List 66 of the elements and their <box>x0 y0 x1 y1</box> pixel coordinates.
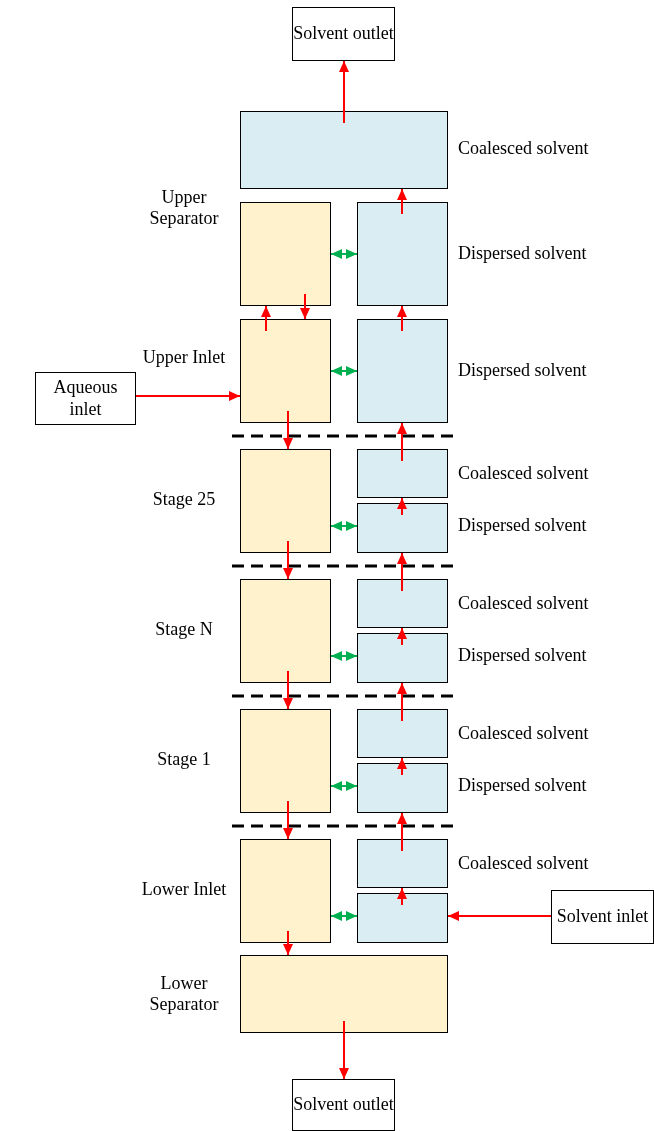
arrow <box>397 497 407 516</box>
outlet-box: Solvent outlet <box>292 7 395 61</box>
arrow <box>283 670 293 710</box>
arrow <box>330 781 358 791</box>
side-label: Stage N <box>154 619 214 641</box>
side-label: Dispersed solvent <box>458 360 587 382</box>
arrow <box>330 249 358 259</box>
aqueous-box <box>240 202 331 306</box>
arrow <box>397 305 407 332</box>
side-label: Dispersed solvent <box>458 645 587 667</box>
side-label: Lower Inlet <box>140 879 228 901</box>
solvent-box <box>357 893 448 943</box>
side-label: Stage 1 <box>156 749 212 771</box>
aqueous-box <box>240 839 331 943</box>
outlet-box: Solvent outlet <box>292 1079 395 1131</box>
side-label: Coalesced solvent <box>458 723 589 745</box>
side-label: Upper Inlet <box>141 347 227 369</box>
arrow <box>283 800 293 840</box>
arrow <box>397 552 407 592</box>
aqueous-box <box>240 709 331 813</box>
arrow <box>283 930 293 956</box>
arrow <box>397 682 407 722</box>
aqueous-box <box>240 319 331 423</box>
solvent-box <box>357 579 448 628</box>
arrow <box>330 521 358 531</box>
solvent-box <box>357 763 448 813</box>
arrow <box>283 410 293 450</box>
solvent-box <box>357 449 448 498</box>
solvent-box <box>357 633 448 683</box>
arrow <box>330 911 358 921</box>
arrow <box>397 422 407 462</box>
side-label: Coalesced solvent <box>458 463 589 485</box>
side-label: Dispersed solvent <box>458 243 587 265</box>
arrow <box>283 540 293 580</box>
arrow <box>397 812 407 852</box>
arrow <box>397 188 407 215</box>
side-label: Coalesced solvent <box>458 593 589 615</box>
side-label: Coalesced solvent <box>458 853 589 875</box>
side-label: Dispersed solvent <box>458 515 587 537</box>
aqueous-box <box>240 449 331 553</box>
inlet-box: Solvent inlet <box>551 890 654 944</box>
arrow <box>397 887 407 906</box>
inlet-box: Aqueous inlet <box>35 372 136 425</box>
arrow <box>330 651 358 661</box>
solvent-box <box>357 319 448 423</box>
arrow <box>300 293 310 320</box>
arrow <box>339 60 349 124</box>
arrow <box>397 757 407 776</box>
side-label: Upper Separator <box>148 186 220 230</box>
solvent-box <box>240 111 448 189</box>
arrow <box>397 627 407 646</box>
solvent-box <box>357 839 448 888</box>
solvent-box <box>357 503 448 553</box>
arrow <box>339 1020 349 1080</box>
solvent-box <box>357 709 448 758</box>
side-label: Stage 25 <box>151 489 217 511</box>
side-label: Dispersed solvent <box>458 775 587 797</box>
side-label: Lower Separator <box>148 972 220 1016</box>
solvent-box <box>357 202 448 306</box>
arrow <box>135 391 241 401</box>
arrow <box>261 305 271 332</box>
aqueous-box <box>240 955 448 1033</box>
aqueous-box <box>240 579 331 683</box>
side-label: Coalesced solvent <box>458 138 589 160</box>
arrow <box>330 366 358 376</box>
arrow <box>447 911 552 921</box>
